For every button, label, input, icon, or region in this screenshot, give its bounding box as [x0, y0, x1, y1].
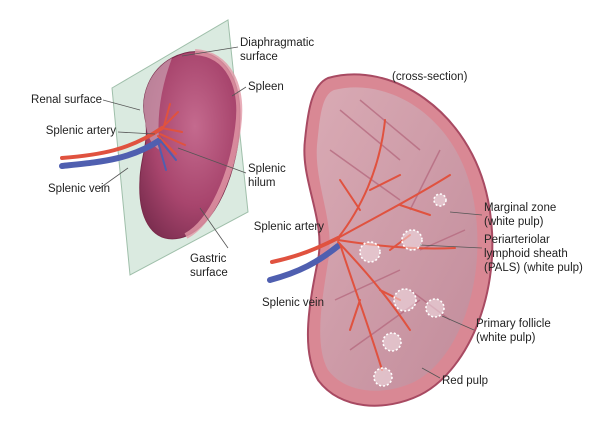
spleen-cross-section	[267, 73, 494, 407]
label-splenic-artery-right: Splenic artery	[253, 221, 324, 233]
label-spleen: Spleen	[248, 81, 284, 93]
label-splenic-artery-left: Splenic artery	[45, 125, 116, 137]
leader-lines	[99, 46, 483, 379]
splenic-artery-left	[60, 126, 164, 160]
label-cross-section: (cross-section)	[392, 71, 468, 83]
splenic-vein-right	[267, 243, 341, 283]
whole-spleen	[59, 19, 249, 276]
splenic-artery-right	[270, 236, 340, 264]
label-splenic-vein-right: Splenic vein	[262, 297, 325, 309]
trabeculae	[329, 99, 466, 351]
label-red-pulp: Red pulp	[442, 375, 489, 387]
label-splenic-vein-left: Splenic vein	[48, 183, 111, 195]
splenic-vein-left	[59, 137, 163, 169]
follicles	[359, 193, 447, 387]
arterial-branches	[337, 119, 456, 371]
label-primary-follicle: Primary follicle(white pulp)	[476, 318, 551, 344]
label-renal-surface: Renal surface	[31, 94, 102, 106]
spleen-rim	[184, 49, 243, 239]
renal-surface-area	[143, 58, 172, 150]
label-marginal-zone: Marginal zone(white pulp)	[484, 202, 557, 228]
hilum-branches	[157, 103, 186, 155]
